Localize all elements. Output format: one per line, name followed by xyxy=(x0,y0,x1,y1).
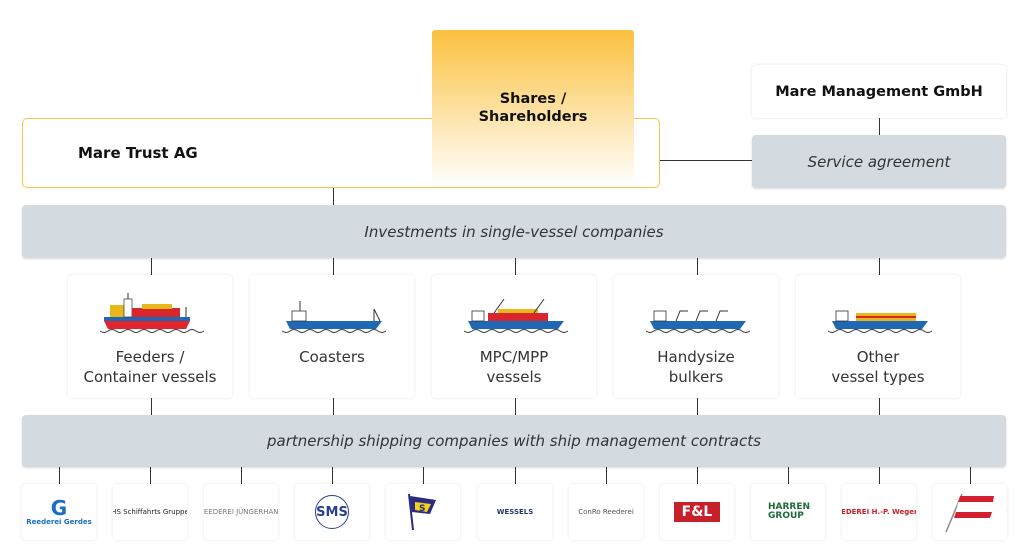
partner-logo-text: HARREN GROUP xyxy=(768,502,811,521)
partner-logo-text: WESSELS xyxy=(496,508,534,516)
container-ship-icon xyxy=(100,293,204,333)
flag-icon: S xyxy=(408,493,436,531)
vessel-label: MPC/MPP vessels xyxy=(479,348,549,386)
partner-logo: WESSELS xyxy=(478,484,552,540)
svg-text:S: S xyxy=(419,504,425,514)
mare-trust-box: Mare Trust AG xyxy=(22,118,660,188)
partner-logo: SMS xyxy=(295,484,369,540)
mare-management-box: Mare Management GmbH xyxy=(752,65,1006,118)
vessel-card: MPC/MPP vessels xyxy=(432,275,596,398)
vessel-label: Feeders / Container vessels xyxy=(83,348,217,386)
flag-icon xyxy=(945,493,994,533)
partner-logo-text: ConRo Reederei xyxy=(578,508,634,516)
vessel-label: Handysize bulkers xyxy=(657,348,735,386)
vessel-label: Other vessel types xyxy=(831,348,925,386)
partner-logo-text: SMS xyxy=(315,495,349,529)
vessel-card: Handysize bulkers xyxy=(614,275,778,398)
mare-management-label: Mare Management GmbH xyxy=(775,83,983,100)
partner-logo xyxy=(933,484,1007,540)
partner-logo-text: REEDEREI H.-P. Wegener xyxy=(842,508,916,516)
shareholders-box: Shares / Shareholders xyxy=(432,30,634,185)
vessel-card: Coasters xyxy=(250,275,414,398)
vessel-card: Other vessel types xyxy=(796,275,960,398)
partner-logo: ConRo Reederei xyxy=(569,484,643,540)
vessel-card: Feeders / Container vessels xyxy=(68,275,232,398)
partnership-label: partnership shipping companies with ship… xyxy=(267,432,761,450)
coaster-ship-icon xyxy=(282,301,386,333)
partner-logo-text: F&L xyxy=(673,502,721,522)
service-agreement-box: Service agreement xyxy=(752,135,1006,188)
partner-logo: HARREN GROUP xyxy=(751,484,825,540)
mare-trust-label: Mare Trust AG xyxy=(78,144,198,162)
tanker-ship-icon xyxy=(828,310,932,333)
mpp-ship-icon xyxy=(464,298,568,333)
partner-logo: REEDEREI H.-P. Wegener xyxy=(842,484,916,540)
partner-logo: HS Schiffahrts Gruppe xyxy=(113,484,187,540)
vessel-label: Coasters xyxy=(299,348,365,366)
investments-label: Investments in single-vessel companies xyxy=(364,222,664,241)
partner-logo-text: Reederei Gerdes xyxy=(26,518,92,526)
partner-logo: SS xyxy=(386,484,460,540)
bulker-ship-icon xyxy=(646,310,750,333)
service-agreement-label: Service agreement xyxy=(807,152,951,171)
partner-logo: F&L xyxy=(660,484,734,540)
partner-logo-text: HS Schiffahrts Gruppe xyxy=(113,508,187,516)
investments-bar: Investments in single-vessel companies xyxy=(22,205,1006,258)
partnership-bar: partnership shipping companies with ship… xyxy=(22,415,1006,467)
shareholders-label: Shares / Shareholders xyxy=(478,90,588,125)
